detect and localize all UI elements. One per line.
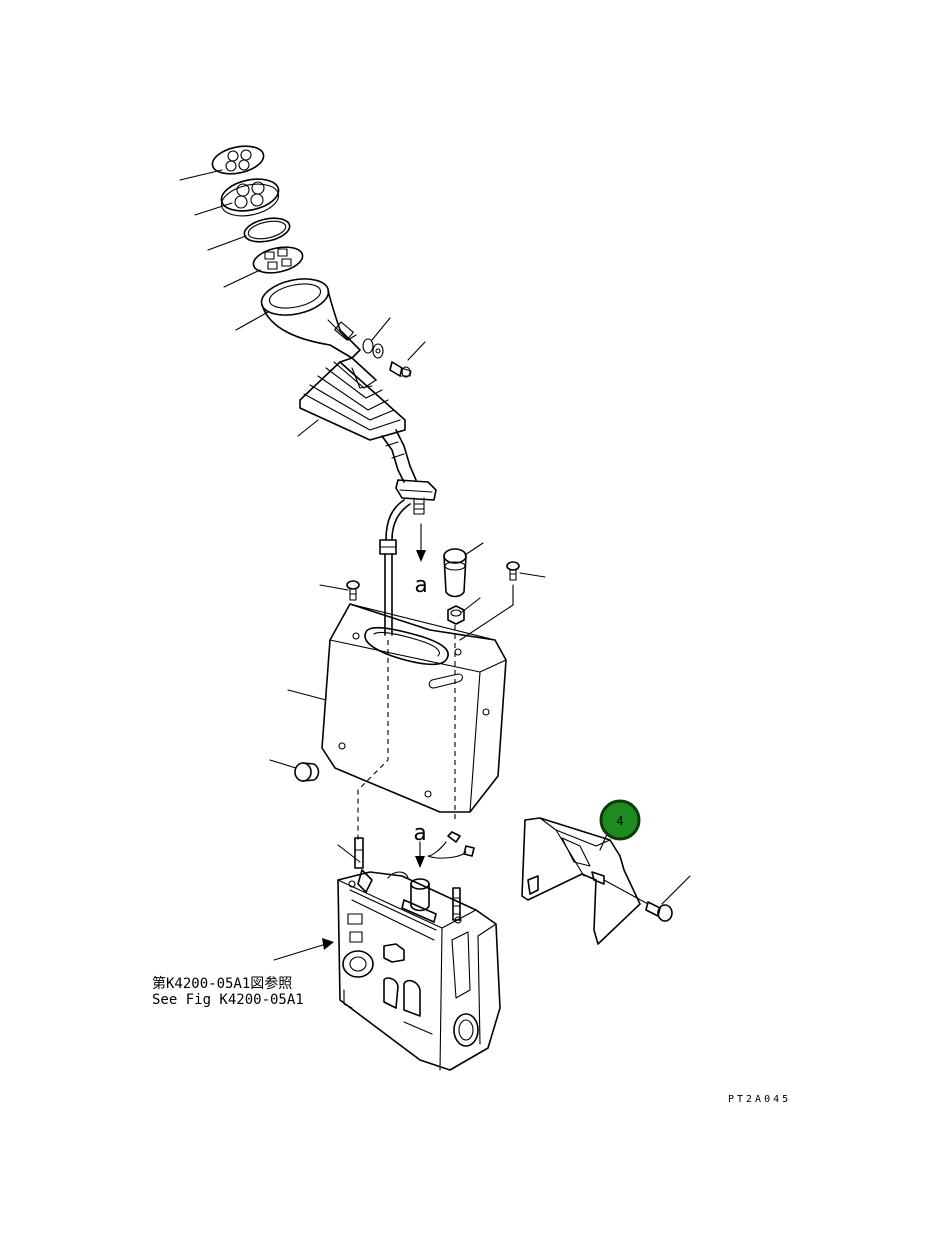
pilot-valve-body <box>337 869 501 1071</box>
bracket-bolt <box>645 901 673 922</box>
bracket-part <box>521 817 649 945</box>
lever-grip <box>260 278 361 359</box>
reference-label-en: See Fig K4200-05A1 <box>152 992 304 1008</box>
drawing-id: PT2A045 <box>728 1094 791 1105</box>
valve-rods <box>354 837 461 921</box>
grip-bolt <box>389 361 412 378</box>
hidden-lines <box>357 625 456 842</box>
switch-base <box>252 246 304 274</box>
part-callout-4[interactable]: 4 <box>599 799 641 841</box>
cover-screw-left <box>346 580 360 601</box>
rubber-boot <box>299 357 406 441</box>
detail-arrow-lower <box>415 841 425 868</box>
reference-arrow <box>273 938 334 961</box>
washer-set <box>362 338 384 359</box>
o-ring <box>243 217 291 243</box>
detail-arrow-upper <box>416 523 426 562</box>
switch-plate <box>220 178 280 217</box>
part-callout-number: 4 <box>616 814 623 828</box>
leader-lines <box>179 169 691 905</box>
hex-nut <box>447 605 465 625</box>
detail-label-upper: a <box>414 573 427 598</box>
lever-knob <box>443 548 467 598</box>
lever-shaft <box>381 429 437 515</box>
cover-screw-right <box>506 561 520 581</box>
reference-label-jp: 第K4200-05A1図参照 <box>152 975 292 992</box>
detail-label-lower: a <box>413 821 426 846</box>
wire-harness <box>427 831 475 859</box>
rod-and-cable <box>379 499 411 636</box>
cap-plate <box>211 145 265 175</box>
lever-cover <box>321 603 507 813</box>
cover-cap <box>294 762 320 782</box>
